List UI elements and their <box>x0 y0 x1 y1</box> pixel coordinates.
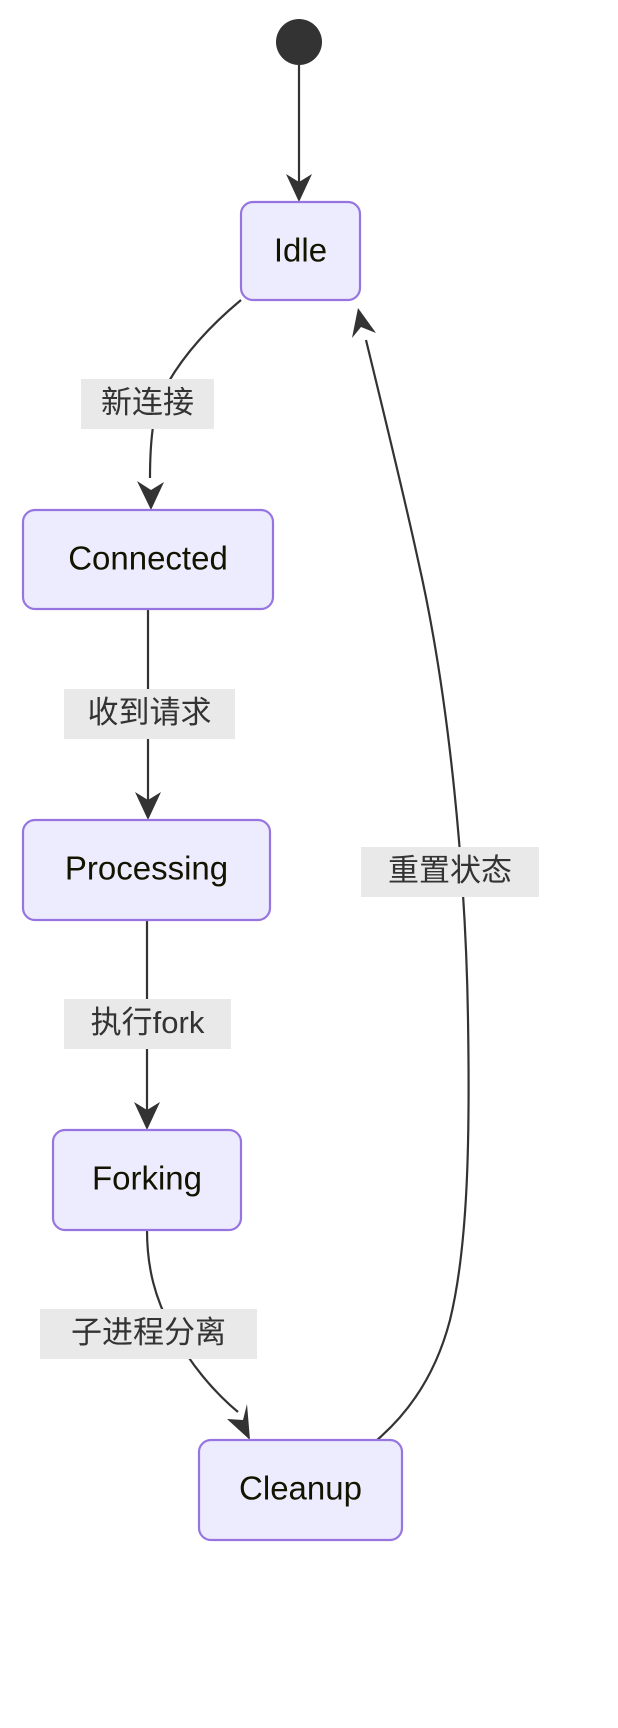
edge-label-bg-new-connection <box>81 379 214 429</box>
edge-label-bg-reset-state <box>361 847 539 897</box>
state-node-idle[interactable]: Idle <box>239 200 362 302</box>
arrowhead-start-to-idle <box>286 174 312 202</box>
state-node-idle-rect[interactable] <box>239 200 362 302</box>
edge-path-cleanup-to-idle <box>364 339 470 1441</box>
state-node-connected-rect[interactable] <box>21 508 275 611</box>
edge-label-text-reset-state: 重置状态 <box>388 853 512 888</box>
edge-label-bg-child-detached <box>40 1309 257 1359</box>
arrowhead-idle-to-connected <box>137 481 164 510</box>
start-node-circle <box>276 19 322 65</box>
edge-cleanup-to-idle <box>352 308 470 1441</box>
state-node-idle-label: Idle <box>274 232 327 269</box>
edge-label-text-request-received: 收到请求 <box>88 695 212 730</box>
arrowhead-processing-to-forking <box>134 1102 160 1130</box>
arrowhead-cleanup-to-idle <box>352 308 376 338</box>
edge-label-text-new-connection: 新连接 <box>101 385 194 420</box>
edge-label-text-exec-fork: 执行fork <box>91 1005 205 1040</box>
edge-label-bg-request-received <box>64 689 235 739</box>
state-node-cleanup-rect[interactable] <box>197 1438 404 1542</box>
edge-label-bg-exec-fork <box>64 999 231 1049</box>
state-node-forking[interactable]: Forking <box>51 1128 243 1232</box>
state-node-forking-label: Forking <box>92 1160 202 1197</box>
state-node-processing-rect[interactable] <box>21 818 272 922</box>
edge-start-to-idle <box>286 65 312 202</box>
state-node-connected[interactable]: Connected <box>21 508 275 611</box>
state-node-cleanup-label: Cleanup <box>239 1470 362 1507</box>
state-node-forking-rect[interactable] <box>51 1128 243 1232</box>
state-node-connected-label: Connected <box>68 540 228 577</box>
edge-label-text-child-detached: 子进程分离 <box>71 1315 226 1350</box>
arrowhead-connected-to-processing <box>135 792 161 820</box>
edge-label-forking-to-cleanup: 子进程分离 <box>40 1309 257 1359</box>
state-node-cleanup[interactable]: Cleanup <box>197 1438 404 1542</box>
edge-label-cleanup-to-idle: 重置状态 <box>361 847 539 897</box>
edge-label-processing-to-forking: 执行fork <box>64 999 231 1049</box>
edge-label-connected-to-processing: 收到请求 <box>64 689 235 739</box>
edge-label-idle-to-connected: 新连接 <box>81 379 214 429</box>
state-node-processing-label: Processing <box>65 850 228 887</box>
state-node-processing[interactable]: Processing <box>21 818 272 922</box>
arrowhead-forking-to-cleanup <box>227 1404 250 1440</box>
start-node <box>276 19 322 65</box>
